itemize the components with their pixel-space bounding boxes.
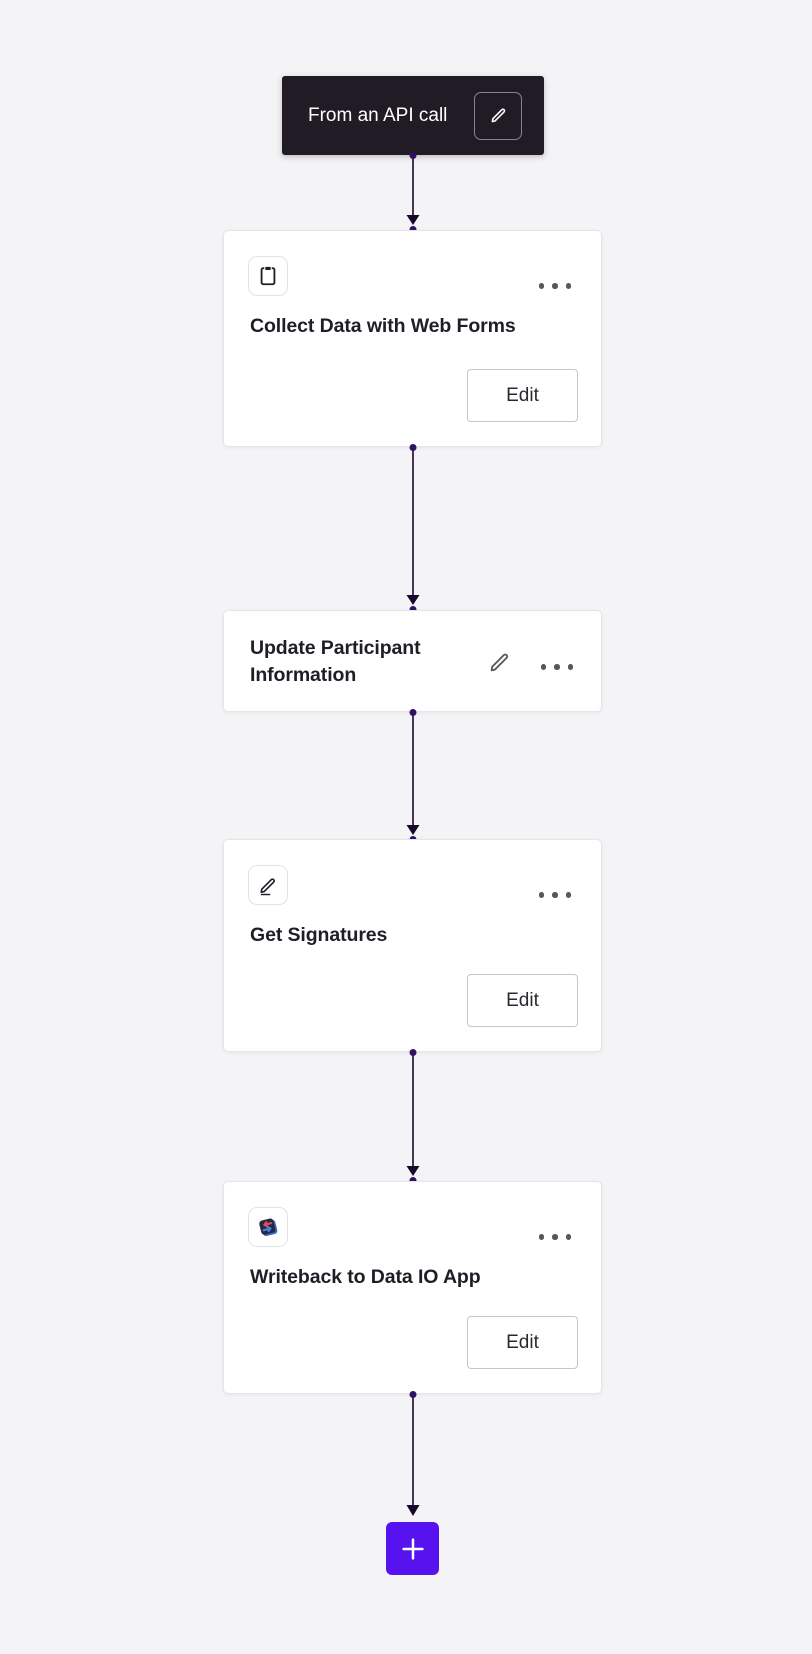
rename-step-button[interactable] — [486, 649, 513, 676]
pencil-icon — [490, 653, 509, 672]
trigger-edit-button[interactable] — [474, 91, 522, 140]
step-more-options-button[interactable] — [537, 281, 574, 291]
data-io-app-icon — [259, 1218, 278, 1237]
edit-button[interactable]: Edit — [467, 369, 578, 422]
pencil-icon — [491, 108, 505, 123]
edit-button[interactable]: Edit — [467, 974, 578, 1027]
trigger-label: From an API call — [308, 104, 448, 126]
step-title: Update Participant Information — [250, 637, 421, 686]
connector-arrow-4 — [405, 1391, 421, 1523]
connector-arrow-1 — [405, 444, 421, 618]
add-step-button[interactable] — [386, 1522, 439, 1575]
trigger-node[interactable]: From an API call — [282, 76, 544, 155]
step-card-update-participant[interactable]: Update Participant Information — [223, 610, 602, 712]
step-title: Collect Data with Web Forms — [250, 315, 516, 337]
step-more-options-button[interactable] — [537, 1232, 574, 1242]
connector-arrow-0 — [405, 152, 421, 238]
plus-icon — [401, 1537, 424, 1560]
step-card-writeback-data-io[interactable]: Writeback to Data IO App Edit — [223, 1181, 602, 1394]
step-title: Get Signatures — [250, 924, 388, 946]
connector-arrow-2 — [405, 709, 421, 848]
step-more-options-button[interactable] — [539, 662, 576, 672]
connector-arrow-3 — [405, 1049, 421, 1189]
step-more-options-button[interactable] — [537, 890, 574, 900]
step-title: Writeback to Data IO App — [250, 1266, 481, 1288]
edit-button[interactable]: Edit — [467, 1316, 578, 1369]
step-icon-box — [248, 1207, 288, 1247]
signature-pen-icon — [259, 877, 275, 895]
step-card-collect-data[interactable]: Collect Data with Web Forms Edit — [223, 230, 602, 447]
step-icon-box — [248, 256, 288, 296]
clipboard-icon — [260, 265, 276, 286]
step-icon-box — [248, 865, 288, 905]
step-card-get-signatures[interactable]: Get Signatures Edit — [223, 839, 602, 1052]
